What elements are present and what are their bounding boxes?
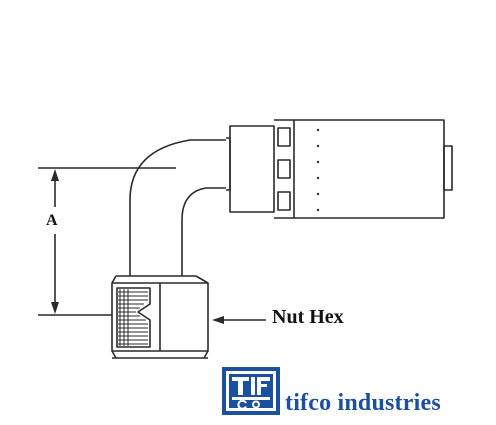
socket-shell	[274, 119, 445, 219]
crimp-window-3	[277, 191, 291, 211]
nut-hex-label: Nut Hex	[272, 306, 344, 328]
nut-bottom-left	[111, 350, 117, 359]
crimp-window-1	[277, 127, 291, 147]
elbow-inner-wall	[181, 187, 226, 276]
callout-arrowhead	[212, 316, 224, 324]
elbow-outer-wall	[129, 139, 226, 276]
socket-collar	[229, 125, 275, 213]
nut-right-chamfer	[195, 275, 209, 284]
dimension-arrow-top	[51, 169, 59, 181]
nut-thread-hatching	[118, 289, 148, 346]
dimension-arrow-bottom	[51, 302, 59, 314]
dimension-a-label: A	[46, 212, 58, 229]
crimp-window-2	[277, 159, 291, 179]
nut-bottom-right	[203, 350, 209, 359]
nut-left-chamfer	[111, 275, 117, 284]
nut-thread-outline	[116, 287, 151, 348]
socket-end-tip	[443, 145, 453, 191]
tifco-logo-icon	[222, 367, 280, 415]
socket-dots	[316, 128, 320, 212]
brand-name: tifco industries	[285, 390, 441, 416]
